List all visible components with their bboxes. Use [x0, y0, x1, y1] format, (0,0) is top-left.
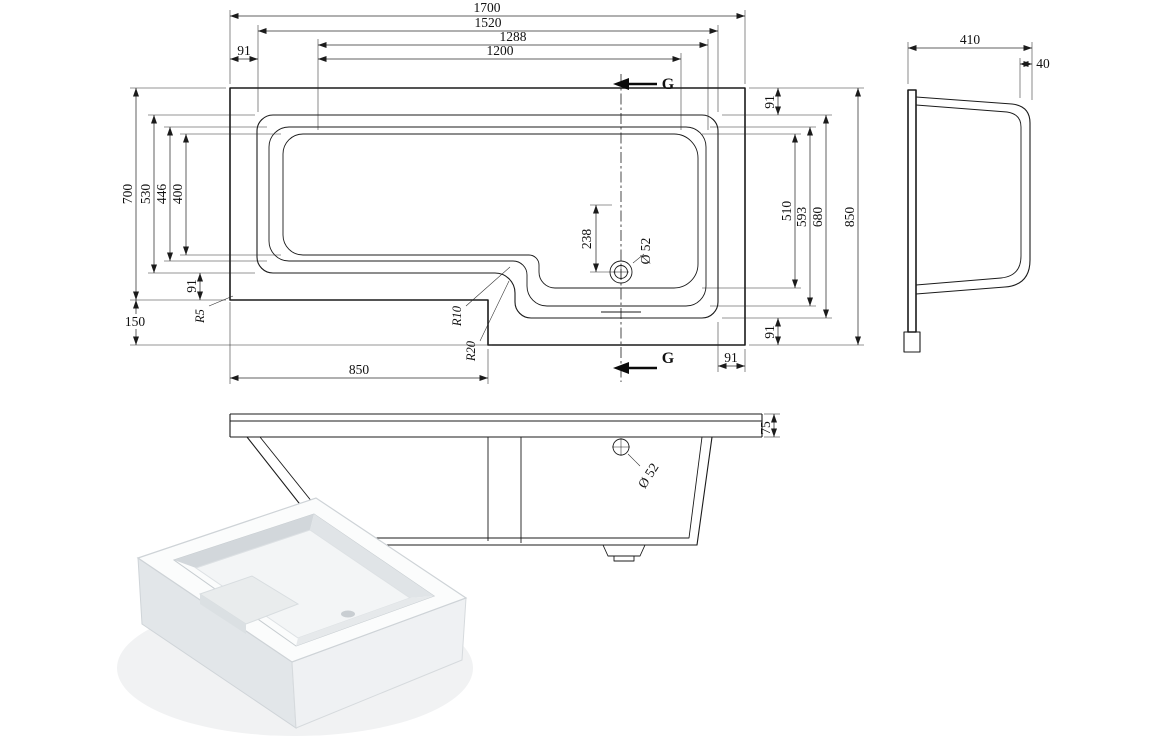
dim-1520: 1520: [257, 15, 719, 112]
render-seat-front: [200, 594, 246, 634]
dim-label-1288: 1288: [500, 29, 527, 44]
dim-label-91-left-bottom: 91: [184, 279, 199, 293]
dim-530: 530: [138, 114, 255, 274]
render-well-near-wall: [296, 596, 434, 646]
radius-label-r20: R20: [464, 340, 478, 362]
render-3d: [117, 497, 473, 736]
dim-593: 593: [710, 126, 816, 307]
section-arrow-top: [613, 78, 629, 90]
side-profile-inner: [915, 104, 1022, 286]
dim-label-530: 530: [138, 184, 153, 205]
radius-r10: R10: [450, 266, 511, 327]
render-drain: [341, 610, 355, 618]
dim-400: 400: [170, 133, 281, 256]
dim-91-top-left: 91: [230, 43, 258, 62]
radius-label-r5: R5: [193, 309, 207, 324]
side-profile-outer: [915, 96, 1031, 295]
dim-label-91-right-bottom: 91: [762, 325, 777, 339]
dim-label-680: 680: [810, 207, 825, 228]
drain-callout-plan: Ø 52: [632, 238, 653, 265]
plan-floor-contour: [282, 133, 699, 289]
front-waste-trap: [602, 544, 646, 562]
dim-1288: 1288: [317, 29, 709, 130]
dim-1200: 1200: [318, 43, 682, 130]
dim-label-510: 510: [779, 201, 794, 222]
dim-91-left-bottom: 91: [184, 273, 203, 300]
dim-label-850-bottom: 850: [349, 362, 370, 377]
plan-inner-rim: [256, 114, 719, 319]
render-seat-step: [198, 575, 300, 625]
dim-91-right-bottom: 91: [762, 318, 781, 345]
render-well-far-wall: [174, 514, 314, 568]
dim-label-238: 238: [579, 229, 594, 250]
dim-238: 238: [579, 204, 616, 273]
side-foot: [903, 331, 921, 353]
dim-75: 75: [758, 413, 780, 438]
dim-label-40: 40: [1036, 56, 1050, 71]
front-drain: Ø 52: [612, 438, 662, 491]
dim-1700: 1700: [229, 0, 746, 84]
dim-680: 680: [722, 115, 832, 319]
dim-40: 40: [1019, 56, 1050, 98]
dim-700: 700: [120, 87, 226, 301]
dim-label-150: 150: [125, 314, 146, 329]
dim-label-91-right-top: 91: [762, 95, 777, 109]
dim-label-850-right: 850: [842, 207, 857, 228]
radius-label-r10: R10: [450, 305, 464, 327]
side-rim-bar: [907, 89, 917, 333]
plan-mid-contour: [268, 126, 707, 307]
dim-label-410: 410: [960, 32, 981, 47]
dim-label-1200: 1200: [487, 43, 514, 58]
dim-label-700: 700: [120, 184, 135, 205]
side-dimensions: 410 40: [907, 32, 1050, 100]
dim-410: 410: [907, 32, 1033, 100]
section-line-g: G G: [613, 74, 675, 382]
radius-r20: R20: [464, 280, 510, 362]
front-body-outer: [246, 436, 713, 546]
dim-150: 150: [116, 300, 492, 346]
plan-view: [229, 87, 746, 346]
render-well-right-wall: [310, 514, 434, 598]
drain-label-plan: Ø 52: [638, 238, 653, 265]
dim-510: 510: [702, 133, 801, 289]
dim-446: 446: [154, 126, 267, 262]
dim-label-446: 446: [154, 184, 169, 205]
radius-r5: R5: [193, 295, 234, 324]
dim-91-right-top: 91: [722, 87, 864, 116]
front-body-inner: [259, 436, 703, 539]
section-label-bottom: G: [662, 350, 675, 367]
side-view: [903, 89, 1031, 353]
dim-label-1700: 1700: [474, 0, 501, 15]
dim-label-91-top-left: 91: [237, 43, 251, 58]
front-dimensions: 75: [758, 413, 780, 438]
dim-850-right: 850: [749, 88, 864, 346]
dim-label-400: 400: [170, 184, 185, 205]
dim-label-1520: 1520: [475, 15, 502, 30]
dim-label-91-bottom-right: 91: [724, 350, 738, 365]
dim-label-75: 75: [758, 421, 773, 435]
plan-dimensions: 1700 1520 1288 1200 91 700: [116, 0, 864, 384]
section-label-top: G: [662, 76, 675, 93]
section-arrow-bottom: [613, 362, 629, 374]
dim-850-bottom: 850: [229, 302, 489, 384]
dim-91-bottom-right: 91: [717, 322, 746, 372]
dim-label-593: 593: [794, 207, 809, 228]
